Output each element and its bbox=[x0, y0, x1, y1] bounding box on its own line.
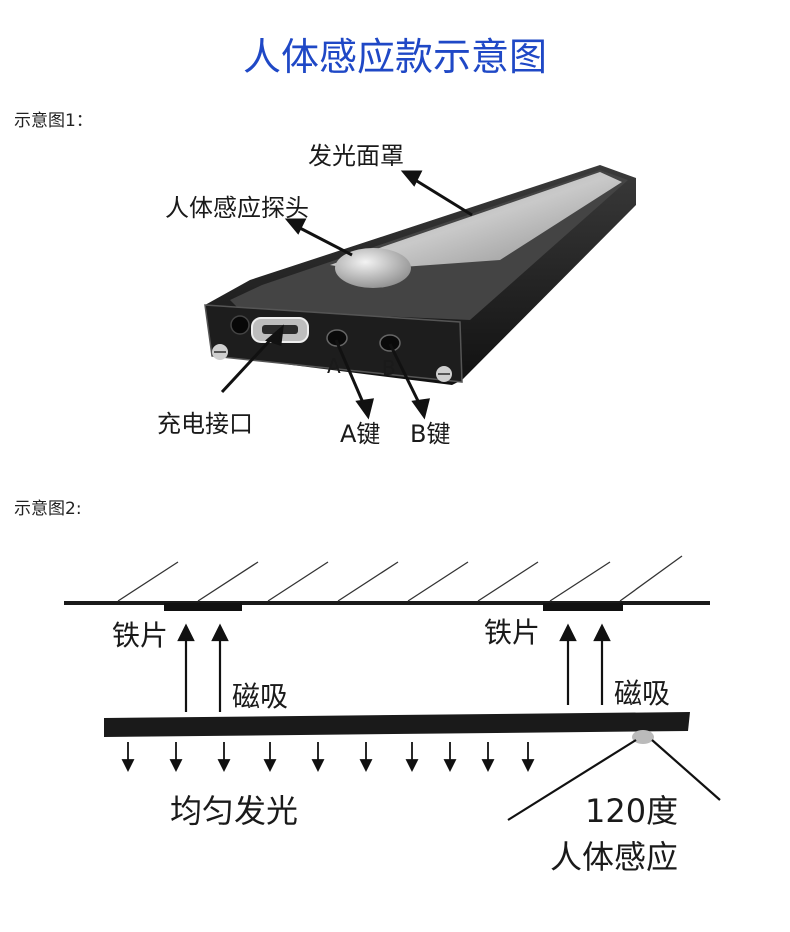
label-light-cover: 发光面罩 bbox=[308, 142, 404, 170]
light-bar bbox=[104, 712, 690, 737]
label-a-mark: A bbox=[327, 354, 341, 378]
iron-plate-left bbox=[164, 603, 242, 611]
label-charging-port: 充电接口 bbox=[157, 410, 253, 438]
pir-sensor-dot bbox=[632, 730, 654, 744]
figure1-caption: 示意图1： bbox=[14, 111, 93, 131]
light-cover bbox=[330, 172, 622, 270]
page-title: 人体感应款示意图 bbox=[242, 35, 547, 79]
magnet-arrows bbox=[177, 623, 611, 712]
label-pir-sensor: 人体感应探头 bbox=[165, 194, 309, 222]
label-magnet-right: 磁吸 bbox=[614, 677, 671, 710]
label-body-sensing: 人体感应 bbox=[550, 838, 679, 876]
label-magnet-left: 磁吸 bbox=[232, 680, 289, 713]
light-arrows bbox=[121, 742, 535, 773]
label-iron-right: 铁片 bbox=[484, 616, 541, 649]
label-b-mark: B bbox=[382, 356, 396, 380]
sensing-angle-lines bbox=[507, 739, 721, 821]
label-angle: 120度 bbox=[585, 792, 679, 830]
label-key-b: B键 bbox=[410, 420, 451, 448]
iron-plate-right bbox=[543, 603, 623, 611]
label-even-light: 均匀发光 bbox=[170, 792, 299, 830]
ceiling-hatching bbox=[117, 555, 683, 602]
figure2-caption: 示意图2: bbox=[14, 499, 82, 519]
label-key-a: A键 bbox=[340, 420, 381, 448]
label-iron-left: 铁片 bbox=[112, 619, 169, 652]
pir-sensor-dome bbox=[335, 248, 411, 288]
key-b-hole bbox=[379, 334, 401, 352]
